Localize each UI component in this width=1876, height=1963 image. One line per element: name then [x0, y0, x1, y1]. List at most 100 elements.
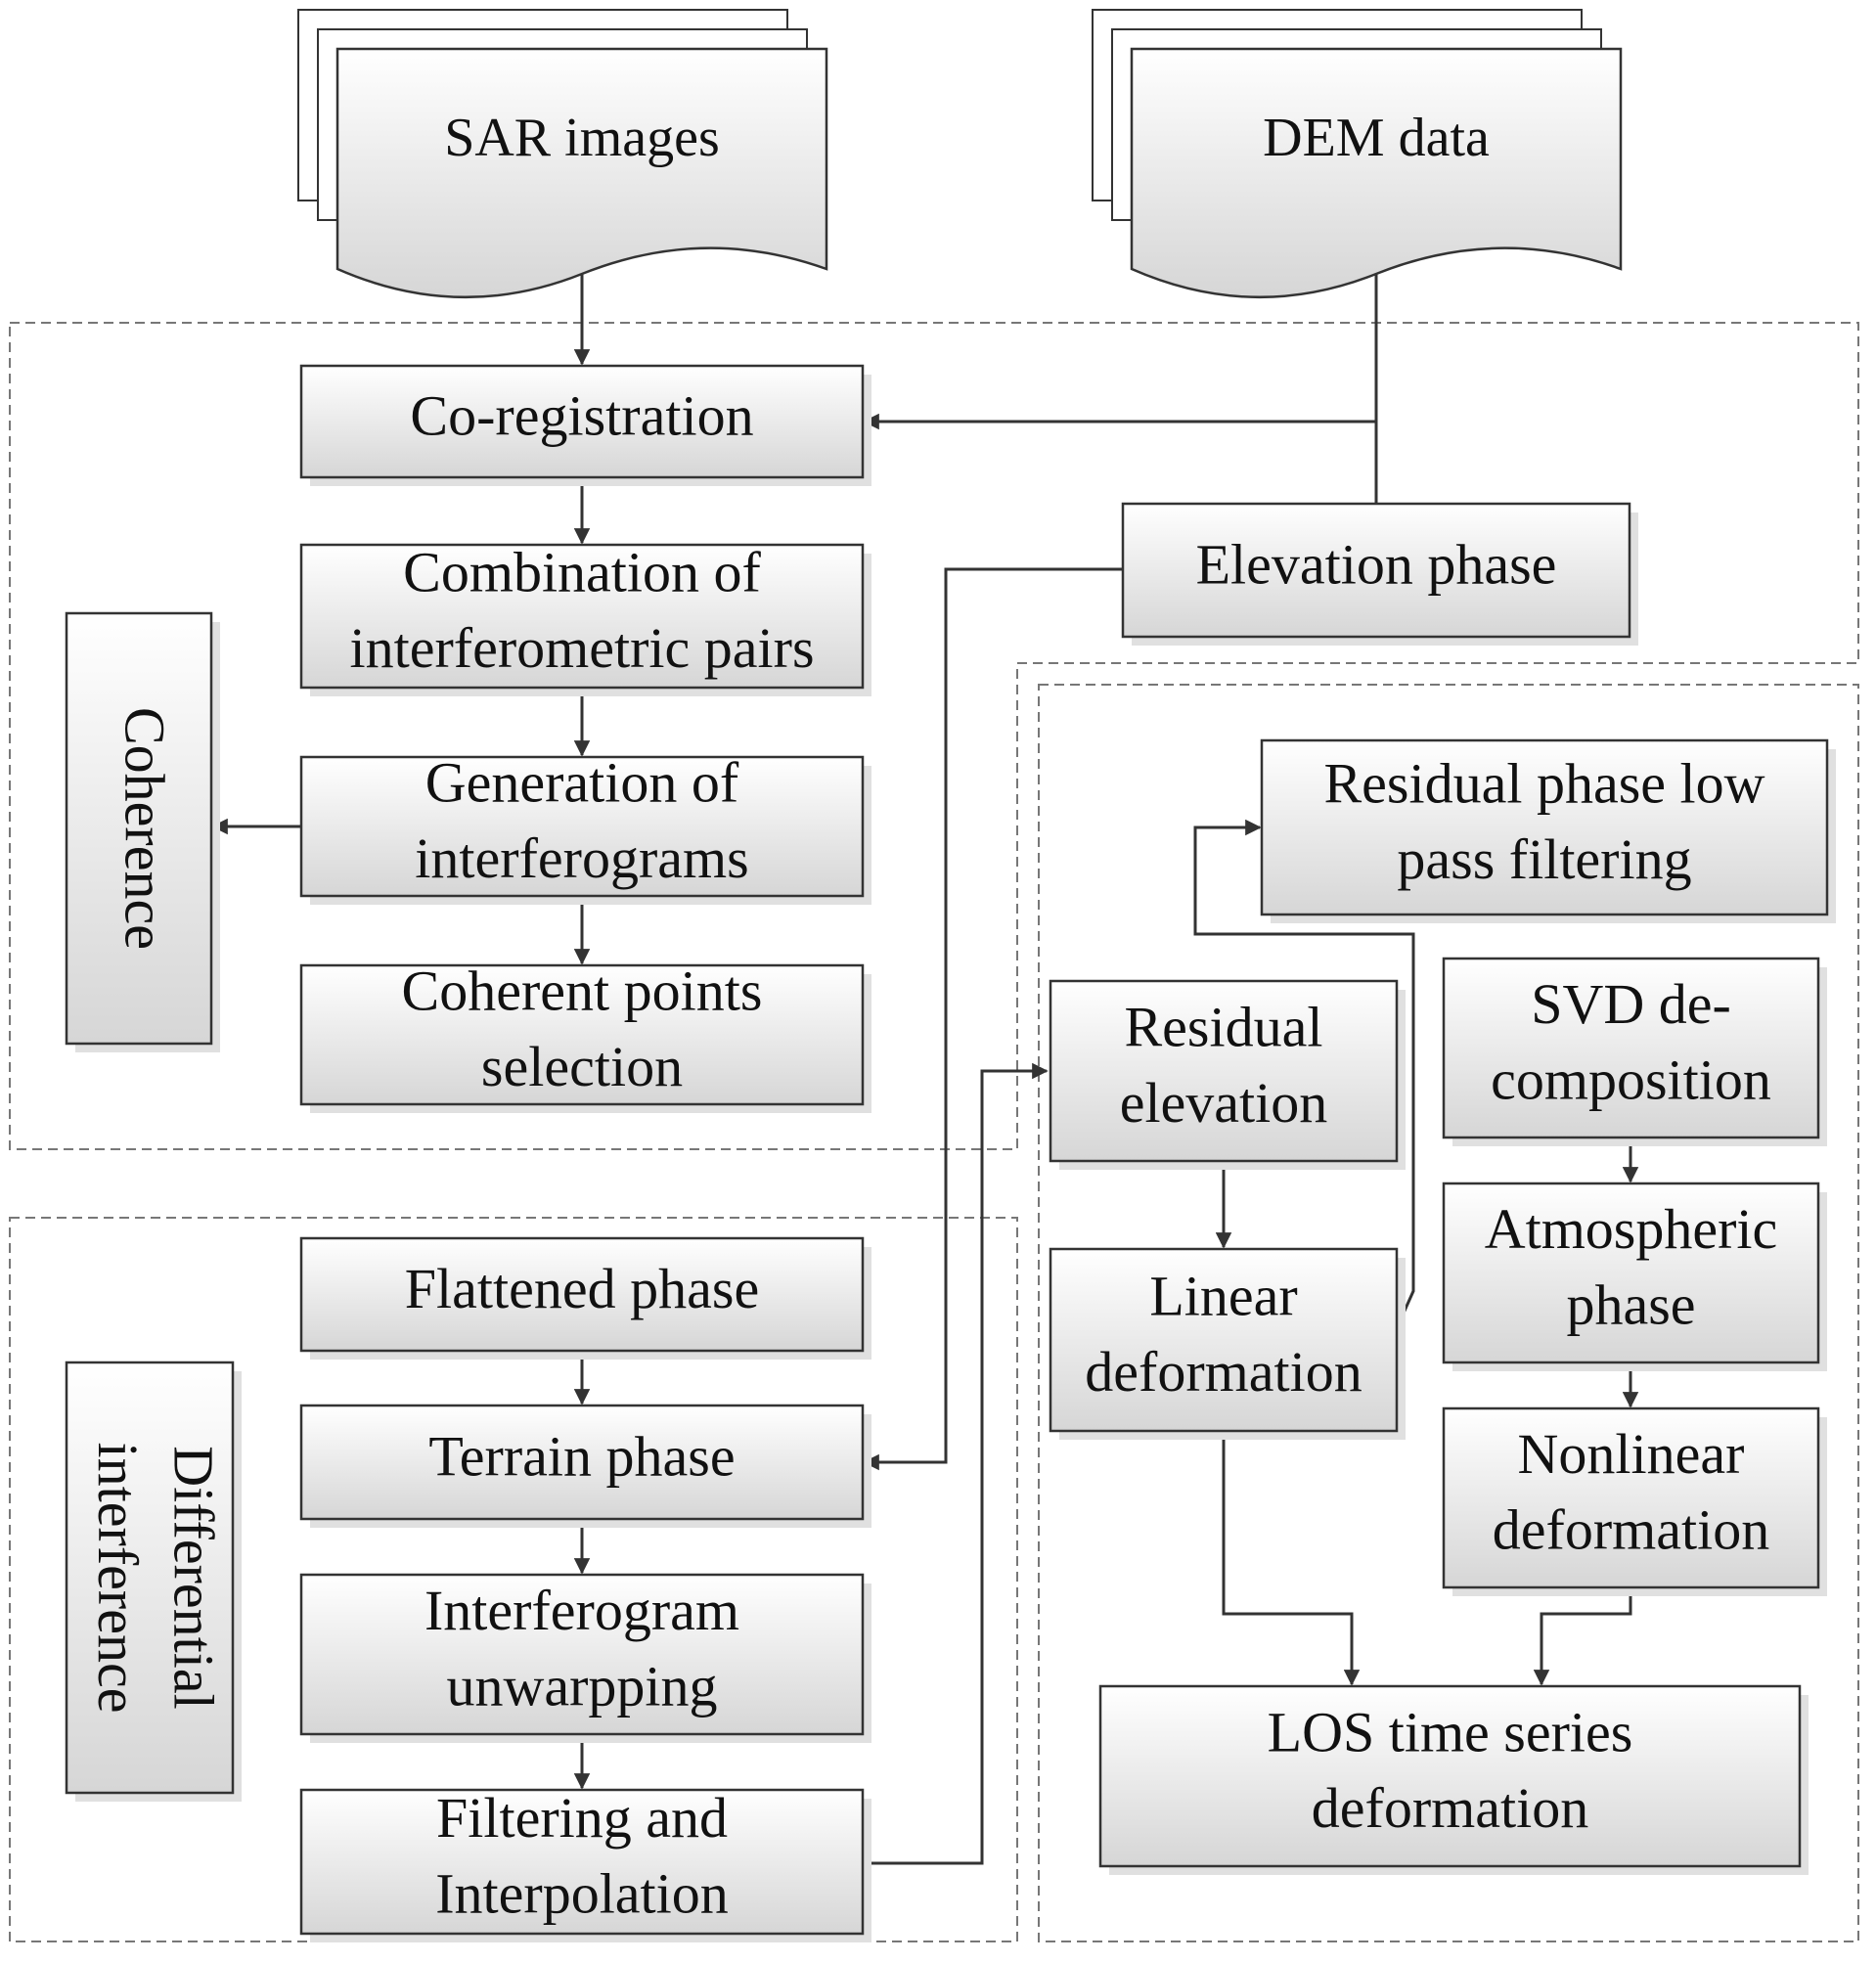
box-body: [299, 755, 865, 898]
box-label-line: selection: [481, 1035, 683, 1098]
box-label-line: deformation: [1312, 1776, 1588, 1840]
box-label-line: composition: [1491, 1048, 1771, 1112]
box-label: SVD de-composition: [1491, 972, 1771, 1112]
box-label-line: LOS time series: [1268, 1700, 1633, 1763]
combination-pairs-box: Combination of interferometric pairs: [299, 540, 871, 696]
coherent-points-selection-box: Coherent points selection: [299, 959, 871, 1113]
box-body: [1098, 1684, 1802, 1868]
box-label-line: Atmospheric: [1485, 1197, 1778, 1261]
preprocessing-group-frame: [9, 322, 1859, 1150]
box-label-line: Differential: [162, 1446, 226, 1709]
box-body: [1121, 502, 1631, 639]
box-label-line: Nonlinear: [1518, 1422, 1745, 1486]
box-label: Coherence: [113, 707, 177, 950]
arrow-nonlinear-to-los: [1533, 1589, 1632, 1686]
flattened-phase-box: Flattened phase: [299, 1236, 871, 1360]
elevation-phase-box: Elevation phase: [1121, 502, 1638, 646]
box-label-line: pass filtering: [1397, 827, 1691, 891]
box-label-line: elevation: [1120, 1071, 1328, 1135]
box-label: Linear deformation: [1085, 1264, 1362, 1404]
differential-interference-label-box: Differentialinterference: [65, 1361, 242, 1802]
arrow-filtering-to-residual-elevation: [865, 1062, 1049, 1865]
atmospheric-phase-box: Atmospheric phase: [1442, 1182, 1827, 1371]
box-label-line: deformation: [1493, 1498, 1769, 1562]
box-label-line: Coherence: [113, 707, 177, 950]
box-label: Elevation phase: [1196, 532, 1557, 596]
box-label-line: Residual: [1125, 995, 1323, 1058]
box-label: Atmospheric phase: [1485, 1197, 1778, 1337]
box-label: Terrain phase: [428, 1424, 735, 1488]
box-label: Co-registration: [410, 383, 753, 447]
svd-decomposition-box: SVD de-composition: [1442, 957, 1827, 1146]
residual-elevation-box: Residual elevation: [1049, 979, 1406, 1170]
box-label-line: Filtering and: [436, 1786, 728, 1850]
box-label: Residual elevation: [1120, 995, 1328, 1135]
box-body: [1442, 1182, 1820, 1364]
box-label: Residual phase low pass filtering: [1323, 751, 1764, 891]
box-label: Combination of interferometric pairs: [349, 540, 814, 680]
box-body: [65, 611, 213, 1046]
box-body: [299, 963, 865, 1106]
box-body: [299, 543, 865, 690]
sar-images-document: SAR images: [297, 9, 828, 299]
box-body: [299, 1404, 865, 1521]
los-time-series-deformation-box: LOS time series deformation: [1098, 1684, 1809, 1875]
box-label-line: interference: [86, 1443, 150, 1714]
box-label-line: Residual phase low: [1323, 751, 1764, 815]
document-stack-front: [1130, 47, 1623, 299]
nonlinear-deformation-box: Nonlinear deformation: [1442, 1406, 1827, 1596]
box-body: [65, 1361, 235, 1795]
box-body: [1442, 1406, 1820, 1589]
box-body: [299, 1573, 865, 1736]
dem-data-document: DEM data: [1092, 9, 1623, 299]
box-label-line: Combination of: [403, 540, 761, 603]
box-label-line: SVD de-: [1531, 972, 1731, 1036]
generation-interferograms-box: Generation of interferograms: [299, 750, 871, 905]
box-body: [1260, 738, 1829, 916]
coregistration-box: Co-registration: [299, 364, 871, 486]
box-label-line: Elevation phase: [1196, 532, 1557, 596]
box-body: [1442, 957, 1820, 1139]
connectors: [211, 274, 1639, 1865]
box-label-line: Generation of: [425, 750, 739, 814]
box-label: LOS time series deformation: [1268, 1700, 1633, 1840]
box-label-line: Flattened phase: [405, 1257, 759, 1320]
document-stack-front: [335, 47, 828, 299]
box-label-line: Interpolation: [435, 1862, 729, 1926]
box-label-line: phase: [1566, 1273, 1695, 1337]
box-label-line: deformation: [1085, 1340, 1362, 1404]
arrow-elevation-to-terrain: [863, 567, 1123, 1471]
box-label-line: Co-registration: [410, 383, 753, 447]
box-label-line: Interferogram: [424, 1579, 739, 1642]
box-label-line: interferograms: [415, 826, 748, 890]
arrow-linear-to-los: [1222, 1433, 1361, 1686]
dem-data-label: DEM data: [1263, 108, 1490, 168]
group-frames: [9, 322, 1859, 1942]
box-body: [1049, 979, 1399, 1163]
box-body: [299, 364, 865, 479]
box-label: Coherent points selection: [402, 959, 763, 1098]
residual-phase-lowpass-box: Residual phase low pass filtering: [1260, 738, 1836, 923]
box-body: [299, 1788, 865, 1936]
box-label-line: Coherent points: [402, 959, 763, 1022]
box-body: [1049, 1247, 1399, 1433]
linear-deformation-box: Linear deformation: [1049, 1247, 1406, 1440]
timeseries-group-frame: [1038, 684, 1859, 1942]
box-label-line: Terrain phase: [428, 1424, 735, 1488]
arrow-linear-to-residual-lowpass: [1193, 819, 1415, 1329]
box-label-line: interferometric pairs: [349, 616, 814, 680]
terrain-phase-box: Terrain phase: [299, 1404, 871, 1528]
coherence-label-box: Coherence: [65, 611, 220, 1052]
sar-images-label: SAR images: [444, 108, 720, 168]
box-label-line: Linear: [1149, 1264, 1297, 1327]
differential-group-frame: [9, 1217, 1018, 1942]
box-body: [299, 1236, 865, 1353]
box-label: Nonlinear deformation: [1493, 1422, 1769, 1562]
box-label: Flattened phase: [405, 1257, 759, 1320]
box-label: Differentialinterference: [86, 1443, 226, 1714]
